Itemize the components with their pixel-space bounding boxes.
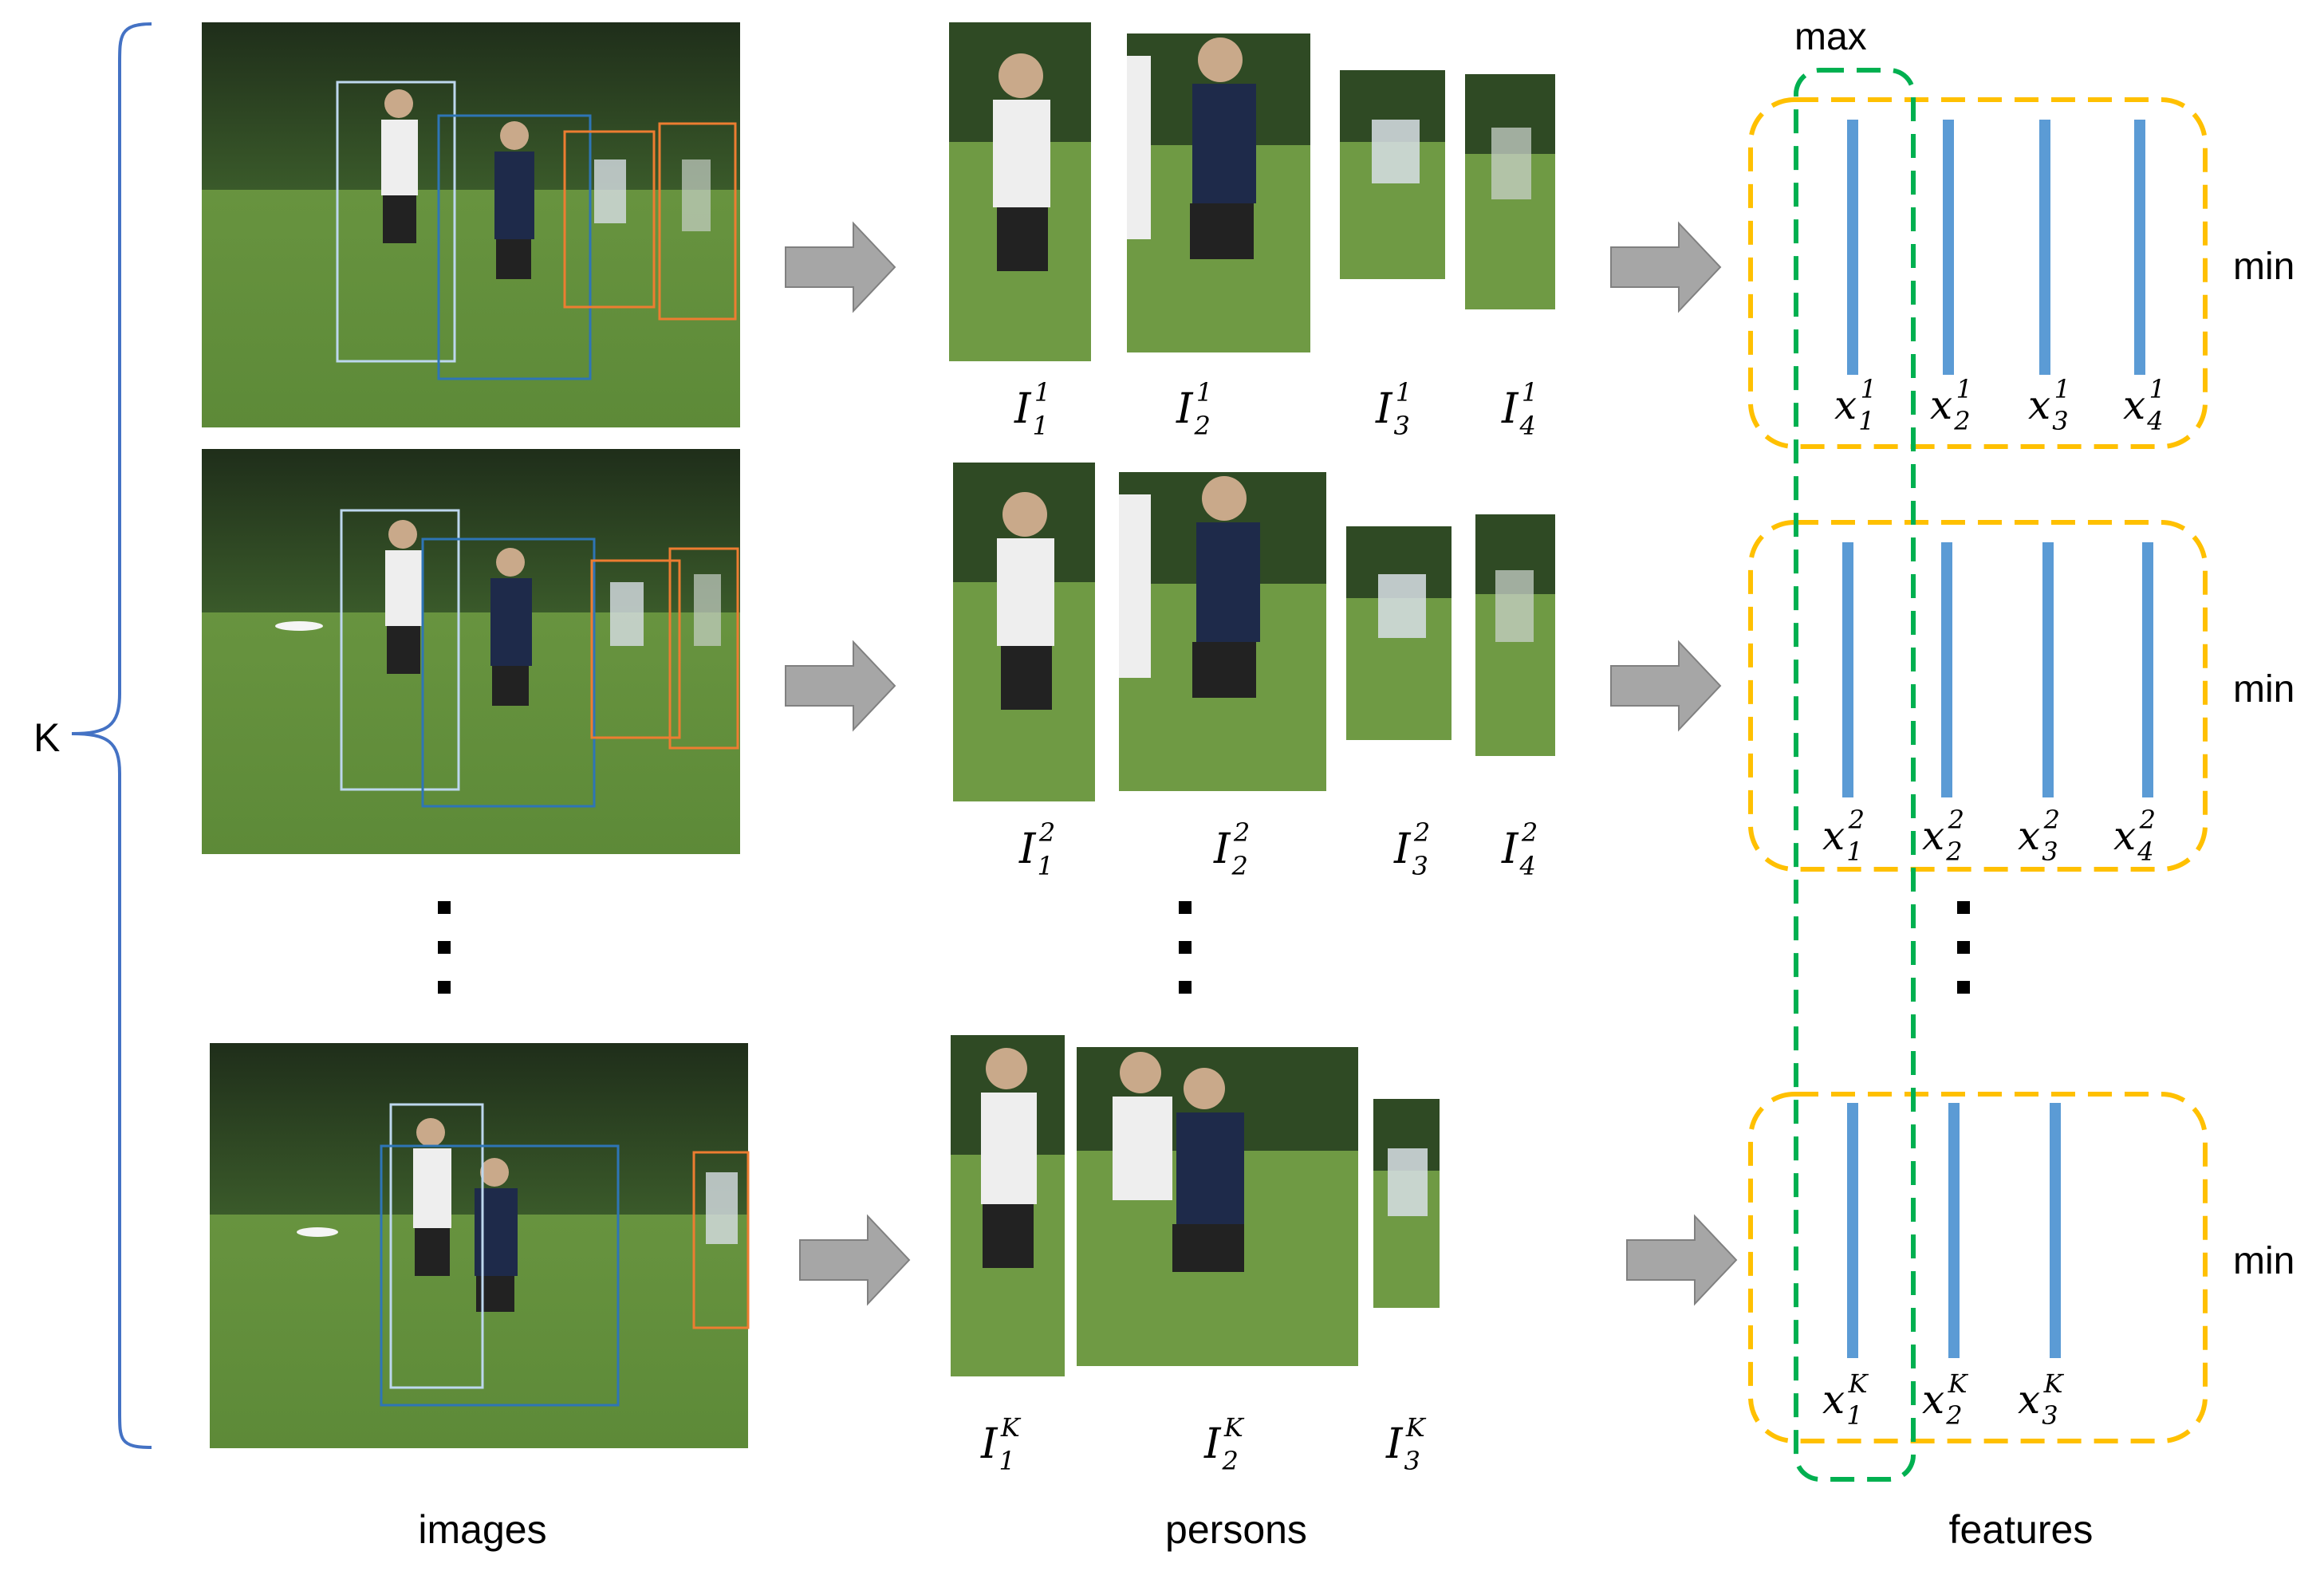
scene-image-2 (202, 449, 740, 854)
k-brace (71, 22, 152, 1449)
person-label: I32 (1393, 817, 1430, 881)
column-label-persons: persons (1165, 1507, 1307, 1552)
right-arrow-icon (1610, 221, 1722, 313)
feature-label: x11 (1834, 374, 1877, 436)
feature-label: x41 (2123, 374, 2165, 436)
scene-image-1 (202, 22, 740, 427)
person-label: I2K (1203, 1412, 1245, 1476)
person-label: I1K (980, 1412, 1022, 1476)
feature-label: x12 (1822, 805, 1865, 867)
min-label-row-2: min (2233, 668, 2294, 711)
feature-label: x31 (2028, 374, 2070, 436)
min-group-row-3 (1748, 1092, 2208, 1443)
feature-label: x32 (2018, 805, 2060, 867)
feature-label: x3K (2018, 1368, 2065, 1431)
min-group-row-1 (1748, 97, 2208, 449)
person-label: I22 (1213, 817, 1250, 881)
person-label: I11 (1014, 377, 1050, 441)
column-label-features: features (1949, 1507, 2094, 1552)
min-label-row-1: min (2233, 246, 2294, 288)
right-arrow-icon (799, 1214, 911, 1306)
vertical-ellipsis-icon (1957, 901, 1970, 994)
feature-label: x1K (1822, 1368, 1869, 1431)
feature-label: x2K (1922, 1368, 1969, 1431)
person-crops-row-1 (949, 22, 1555, 361)
person-label: I12 (1018, 817, 1055, 881)
vertical-ellipsis-icon (1179, 901, 1192, 994)
right-arrow-icon (785, 221, 896, 313)
person-label: I21 (1176, 377, 1212, 441)
person-label: I31 (1375, 377, 1412, 441)
vertical-ellipsis-icon (438, 901, 451, 994)
person-label: I3K (1385, 1412, 1427, 1476)
k-label: K (33, 715, 60, 760)
feature-bars-row-1 (1847, 120, 2145, 375)
feature-label: x22 (1922, 805, 1964, 867)
person-label: I42 (1501, 817, 1538, 881)
right-arrow-icon (1610, 640, 1722, 732)
scene-image-3 (210, 1043, 750, 1448)
right-arrow-icon (785, 640, 896, 732)
person-label: I41 (1501, 377, 1538, 441)
max-group (1794, 68, 1916, 1482)
right-arrow-icon (1626, 1214, 1738, 1306)
feature-label: x42 (2113, 805, 2156, 867)
min-group-row-2 (1748, 520, 2208, 872)
feature-bars-row-2 (1842, 542, 2153, 797)
column-label-images: images (418, 1507, 546, 1552)
feature-bars-row-3 (1847, 1103, 2061, 1358)
person-crops-row-3 (951, 1035, 1440, 1376)
feature-label: x21 (1930, 374, 1972, 436)
min-label-row-3: min (2233, 1240, 2294, 1282)
person-crops-row-2 (953, 463, 1555, 801)
max-label: max (1794, 16, 1867, 58)
